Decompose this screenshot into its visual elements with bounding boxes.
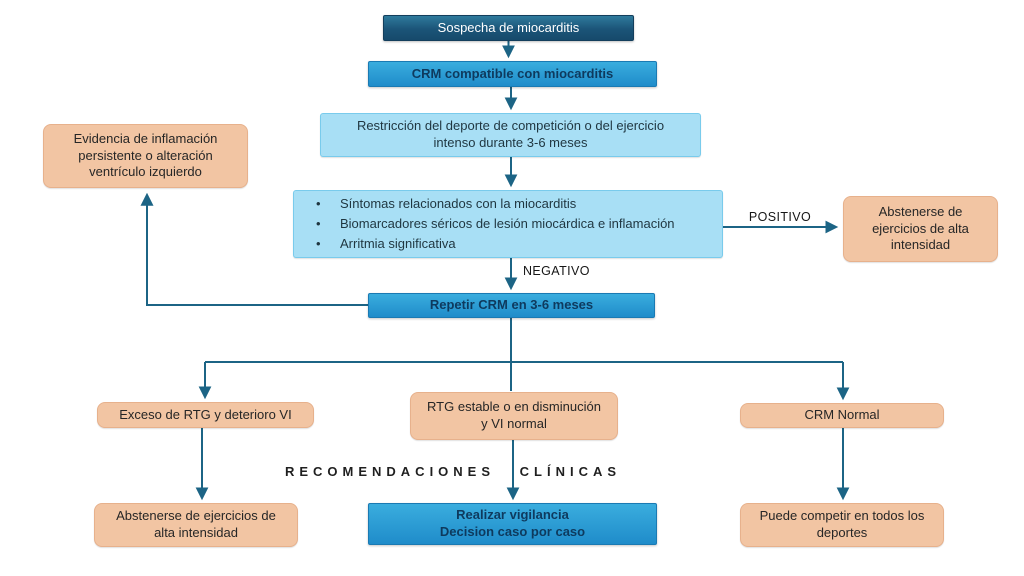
node-label-line2: Decision caso por caso: [439, 524, 586, 539]
node-realizar-vigilancia: Realizar vigilancia Decision caso por ca…: [368, 503, 657, 545]
node-abstenerse-alta-intensidad-recomendacion: Abstenerse de ejercicios de alta intensi…: [94, 503, 298, 547]
criteria-item: Síntomas relacionados con la miocarditis: [304, 194, 712, 214]
node-repetir-crm: Repetir CRM en 3-6 meses: [368, 293, 655, 318]
edge-label-negativo: NEGATIVO: [523, 264, 590, 278]
node-evidencia-inflamacion: Evidencia de inflamación persistente o a…: [43, 124, 248, 188]
node-restriccion-deporte: Restricción del deporte de competición o…: [320, 113, 701, 157]
section-label-recomendaciones-clinicas: RECOMENDACIONES CLÍNICAS: [284, 464, 622, 479]
node-label: Sospecha de miocarditis: [437, 19, 580, 35]
node-label: Restricción del deporte de competición o…: [356, 118, 665, 150]
edge-label-positivo: POSITIVO: [748, 210, 812, 224]
node-label-line1: Realizar vigilancia: [456, 507, 569, 523]
node-label: CRM compatible con miocarditis: [411, 65, 614, 81]
criteria-item: Biomarcadores séricos de lesión miocárdi…: [304, 214, 712, 234]
node-criterios-evaluacion: Síntomas relacionados con la miocarditis…: [293, 190, 723, 258]
criteria-item: Arritmia significativa: [304, 234, 712, 254]
criteria-bullet-list: Síntomas relacionados con la miocarditis…: [304, 194, 712, 255]
node-label: Evidencia de inflamación persistente o a…: [73, 130, 218, 180]
node-label: CRM Normal: [804, 407, 880, 423]
node-crm-normal: CRM Normal: [740, 403, 944, 428]
node-puede-competir: Puede competir en todos los deportes: [740, 503, 944, 547]
node-label: RTG estable o en disminución y VI normal: [427, 399, 601, 431]
node-label: Repetir CRM en 3-6 meses: [429, 297, 594, 313]
node-rtg-estable: RTG estable o en disminución y VI normal: [410, 392, 618, 440]
node-label: Exceso de RTG y deterioro VI: [119, 406, 292, 422]
node-label: Abstenerse de ejercicios de alta intensi…: [116, 508, 276, 540]
node-exceso-rtg: Exceso de RTG y deterioro VI: [97, 402, 314, 428]
node-label: Puede competir en todos los deportes: [759, 508, 925, 540]
node-abstenerse-alta-intensidad: Abstenerse de ejercicios de alta intensi…: [843, 196, 998, 262]
node-crm-compatible: CRM compatible con miocarditis: [368, 61, 657, 87]
node-sospecha-miocarditis: Sospecha de miocarditis: [383, 15, 634, 41]
node-label: Abstenerse de ejercicios de alta intensi…: [872, 203, 969, 253]
